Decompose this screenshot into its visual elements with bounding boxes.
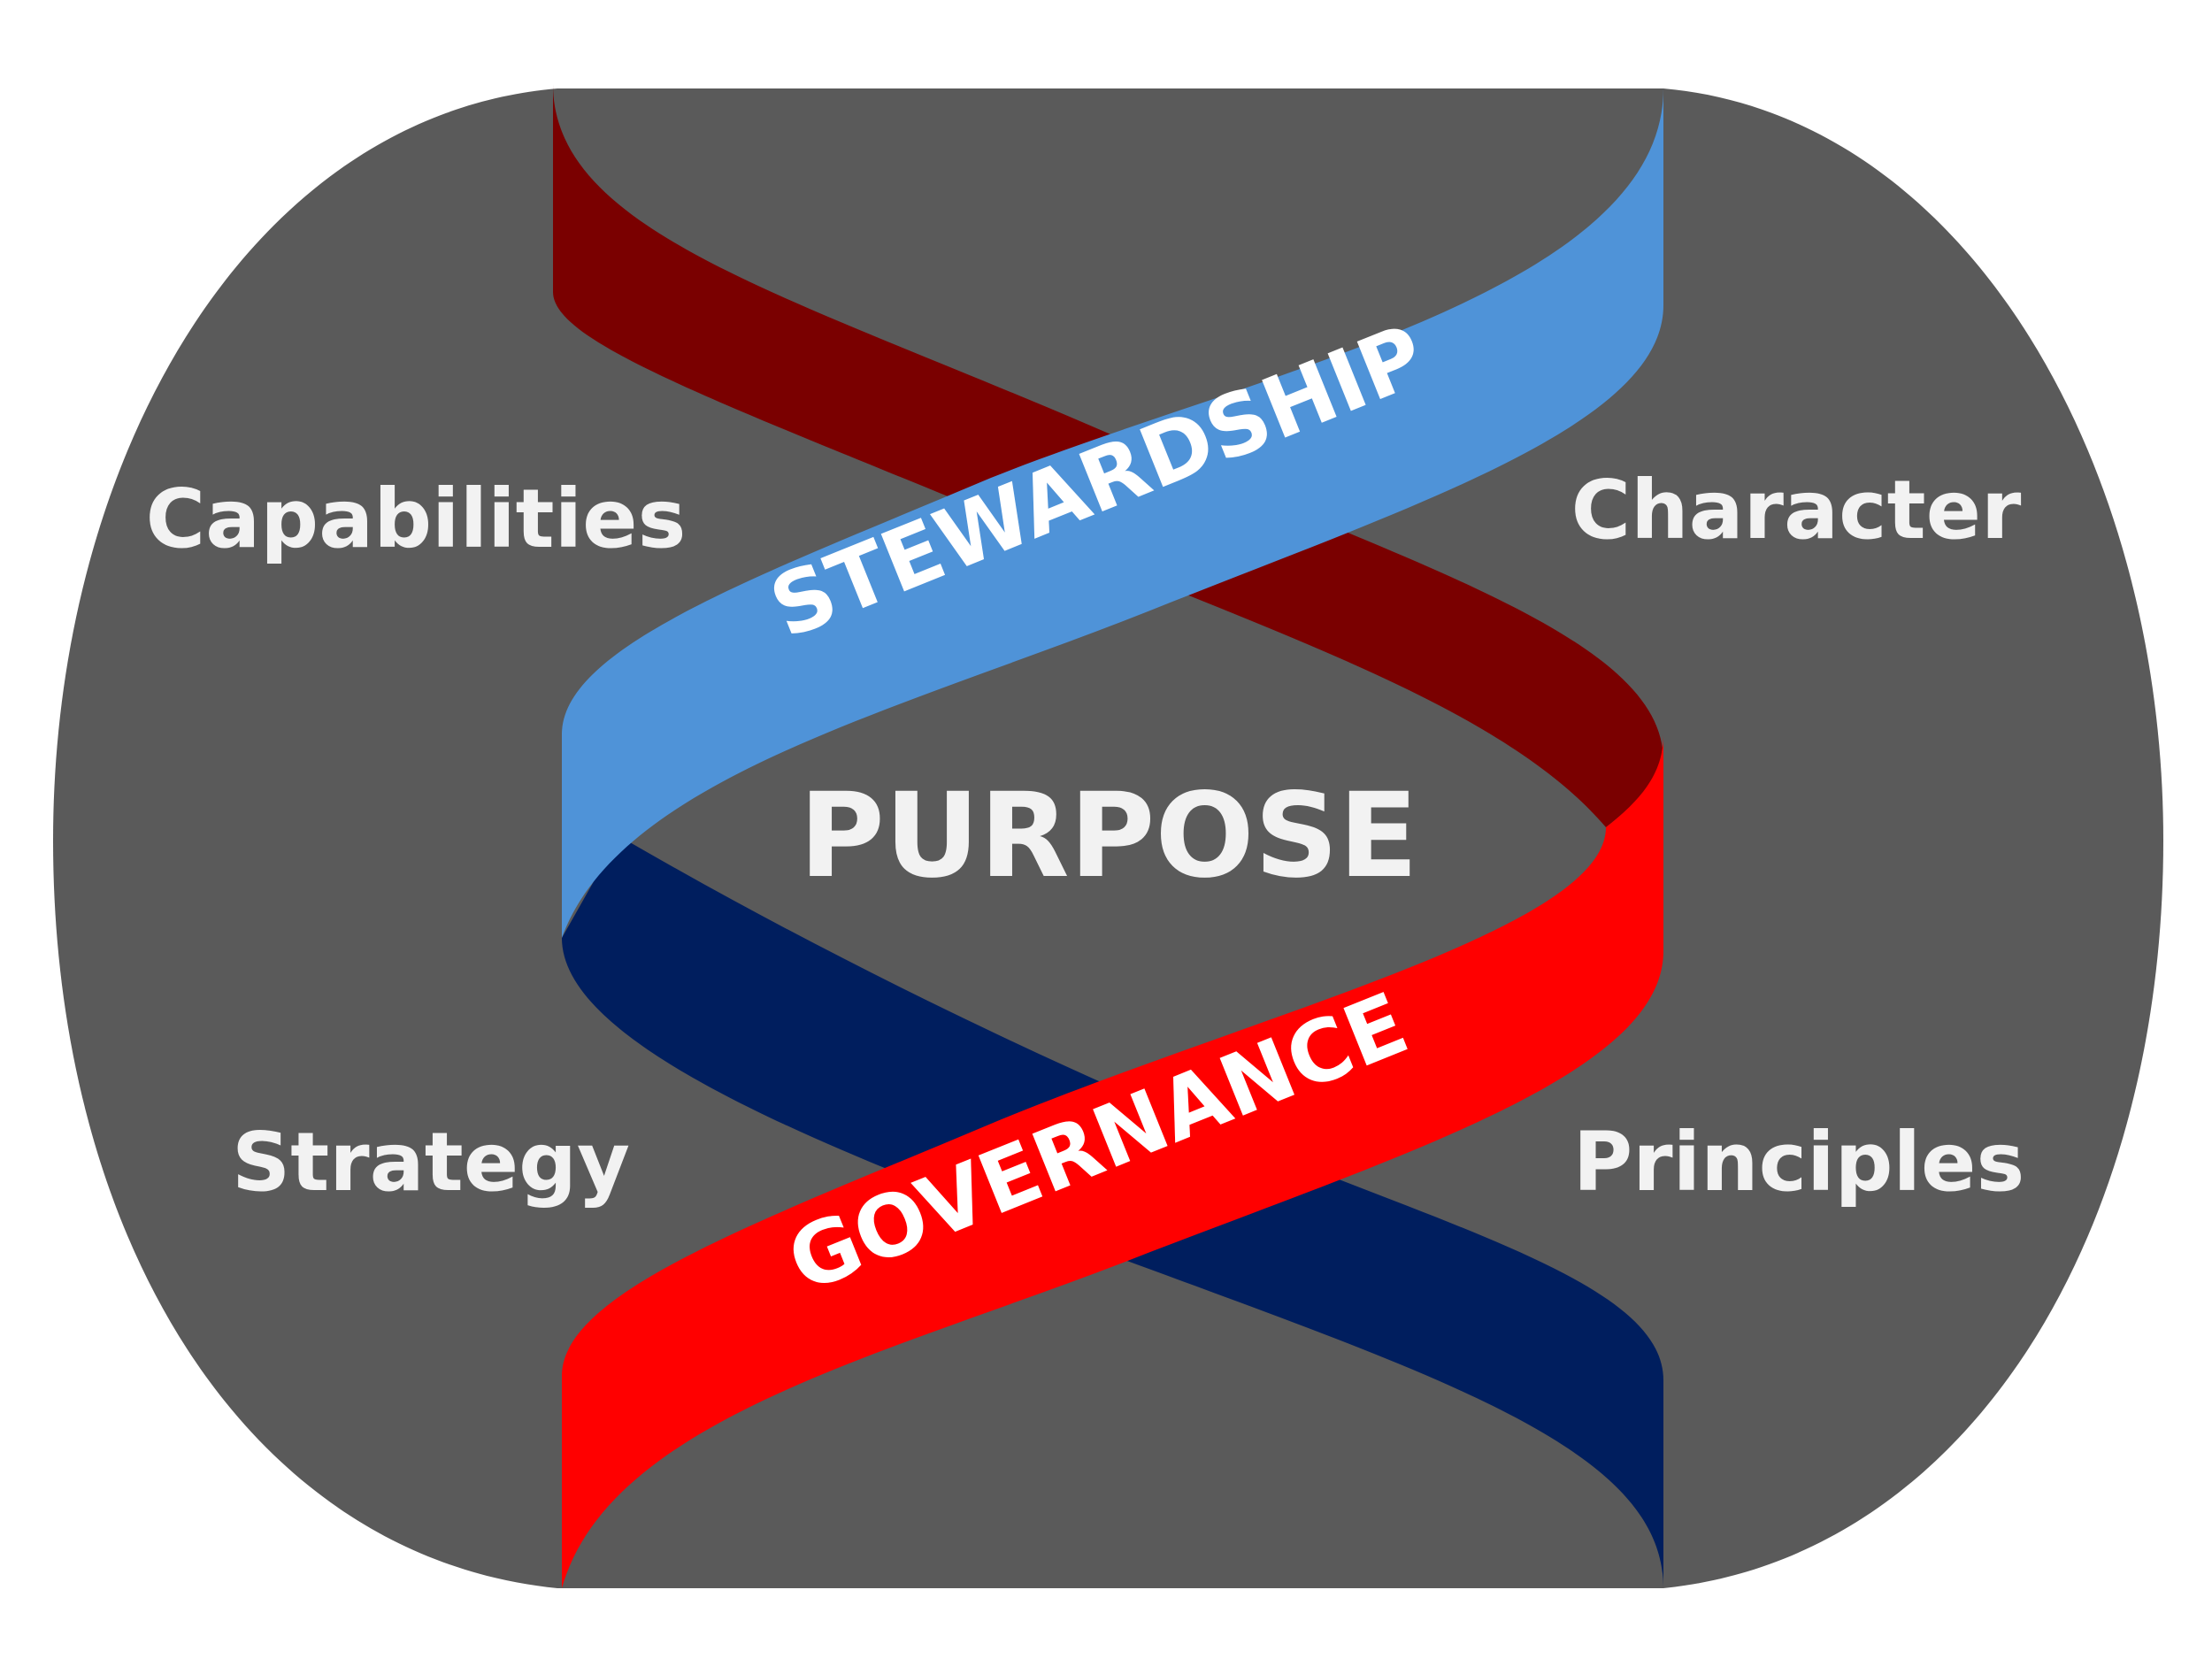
strategy-label: Strategy [232,1115,630,1210]
principles-label: Principles [1573,1115,2024,1210]
purpose-label: PURPOSE [799,768,1418,904]
character-label: Character [1571,463,2022,557]
capabilities-label: Capabilities [146,472,687,566]
